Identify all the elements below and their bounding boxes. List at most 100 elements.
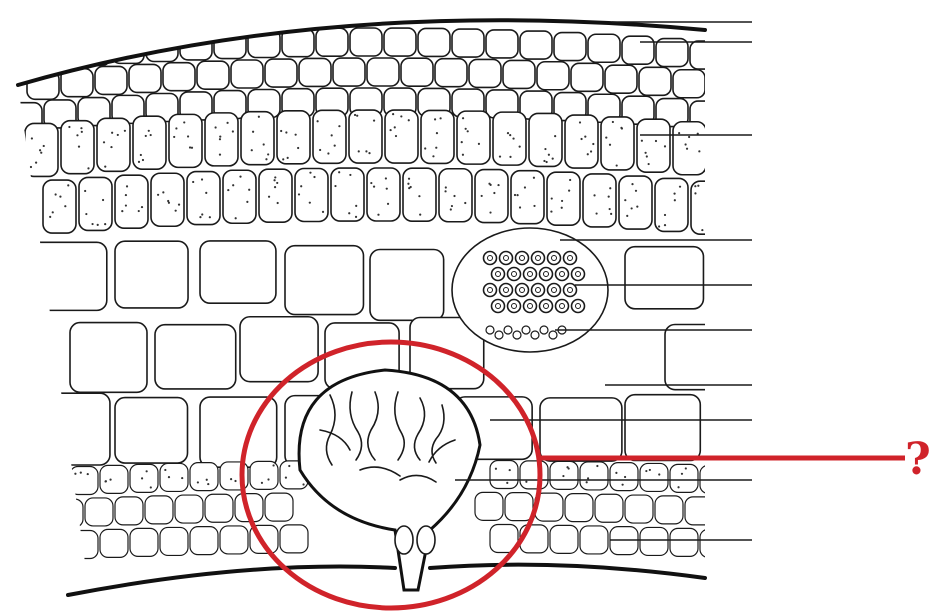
xylem-vessel <box>564 252 577 265</box>
chloroplast-dot <box>734 132 736 134</box>
chloroplast-dot <box>641 140 643 142</box>
palisade-cell <box>601 117 634 170</box>
chloroplast-dot <box>386 188 388 190</box>
chloroplast-dot <box>197 481 199 483</box>
epidermis-cell <box>707 72 739 100</box>
chloroplast-dot <box>720 129 722 131</box>
epidermis-cell <box>44 40 76 68</box>
chloroplast-dot <box>636 206 638 208</box>
chloroplast-dot <box>178 204 180 206</box>
xylem-vessel <box>532 284 545 297</box>
chloroplast-dot <box>215 126 217 128</box>
chloroplast-dot <box>246 201 248 203</box>
lower-cell <box>130 464 158 492</box>
chloroplast-dot <box>533 205 535 207</box>
chloroplast-dot <box>46 474 48 476</box>
chloroplast-dot <box>609 144 611 146</box>
chloroplast-dot <box>309 172 311 174</box>
chloroplast-dot <box>710 184 712 186</box>
chloroplast-dot <box>546 161 548 163</box>
epidermis-cell <box>554 33 586 61</box>
phloem-cell <box>522 326 530 334</box>
chloroplast-dot <box>104 480 106 482</box>
chloroplast-dot <box>655 140 657 142</box>
epidermis-cell <box>401 58 433 86</box>
chloroplast-dot <box>432 155 434 157</box>
chloroplast-dot <box>370 182 372 184</box>
chloroplast-dot <box>497 184 499 186</box>
chloroplast-dot <box>524 186 526 188</box>
palisade-cell <box>187 172 220 225</box>
chloroplast-dot <box>338 125 340 127</box>
vascular-bundle <box>452 228 608 352</box>
spongy-cell <box>115 241 188 308</box>
palisade-cell <box>709 125 742 178</box>
chloroplast-dot <box>400 115 402 117</box>
chloroplast-dot <box>610 213 612 215</box>
chloroplast-dot <box>355 205 357 207</box>
chloroplast-dot <box>138 210 140 212</box>
palisade-cell <box>673 122 706 175</box>
chloroplast-dot <box>124 130 126 132</box>
chloroplast-dot <box>84 190 86 192</box>
chloroplast-dot <box>568 189 570 191</box>
palisade-cell <box>169 114 202 167</box>
palisade-cell <box>151 173 184 226</box>
chloroplast-dot <box>550 210 552 212</box>
chloroplast-dot <box>519 146 521 148</box>
chloroplast-dot <box>142 159 144 161</box>
chloroplast-dot <box>664 224 666 226</box>
chloroplast-dot <box>609 187 611 189</box>
chloroplast-dot <box>288 465 290 467</box>
chloroplast-dot <box>713 223 715 225</box>
chloroplast-dot <box>173 136 175 138</box>
chloroplast-dot <box>55 193 57 195</box>
epidermis-cell <box>469 59 501 87</box>
xylem-vessel <box>540 300 553 313</box>
chloroplast-dot <box>300 185 302 187</box>
chloroplast-dot <box>368 152 370 154</box>
chloroplast-dot <box>274 176 276 178</box>
chloroplast-dot <box>387 203 389 205</box>
chloroplast-dot <box>189 146 191 148</box>
chloroplast-dot <box>621 127 623 129</box>
palisade-cell <box>439 169 472 222</box>
chloroplast-dot <box>125 194 127 196</box>
chloroplast-dot <box>141 477 143 479</box>
xylem-vessel <box>556 268 569 281</box>
chloroplast-dot <box>181 477 183 479</box>
chloroplast-dot <box>622 484 624 486</box>
chloroplast-dot <box>295 134 297 136</box>
chloroplast-dot <box>631 207 633 209</box>
chloroplast-dot <box>677 486 679 488</box>
chloroplast-dot <box>148 130 150 132</box>
spongy-cell <box>70 323 147 393</box>
lower-cell <box>505 493 533 521</box>
chloroplast-dot <box>590 150 592 152</box>
chloroplast-dot <box>596 465 598 467</box>
lower-cell <box>100 529 128 557</box>
chloroplast-dot <box>355 216 357 218</box>
chloroplast-dot <box>252 131 254 133</box>
chloroplast-dot <box>519 206 521 208</box>
chloroplast-dot <box>552 157 554 159</box>
epidermis-cell <box>588 34 620 62</box>
chloroplast-dot <box>605 136 607 138</box>
chloroplast-dot <box>543 160 545 162</box>
epidermis-cell <box>197 61 229 89</box>
lower-cell <box>640 463 668 491</box>
chloroplast-dot <box>104 166 106 168</box>
chloroplast-dot <box>658 473 660 475</box>
xylem-vessel <box>556 300 569 313</box>
chloroplast-dot <box>440 117 442 119</box>
palisade-cell <box>61 121 94 174</box>
chloroplast-dot <box>349 174 351 176</box>
epidermis-cell <box>605 65 637 93</box>
chloroplast-dot <box>31 137 33 139</box>
lower-cell <box>550 525 578 553</box>
xylem-vessel <box>564 284 577 297</box>
palisade-cell <box>223 170 256 223</box>
palisade-cell <box>241 112 274 165</box>
chloroplast-dot <box>251 149 253 151</box>
